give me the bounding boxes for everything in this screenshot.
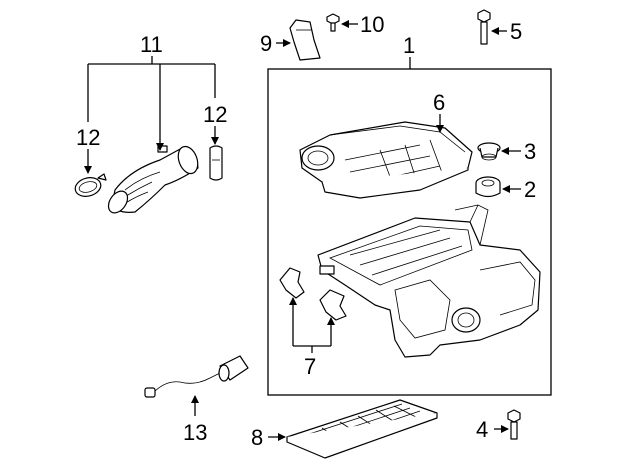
bracket-part-left bbox=[279, 267, 305, 299]
callout-4: 4 bbox=[476, 417, 488, 442]
screw-part bbox=[326, 13, 340, 32]
callout-12-left: 12 bbox=[76, 125, 100, 150]
callout-5: 5 bbox=[510, 19, 522, 44]
bushing-part bbox=[475, 176, 501, 198]
callout-12-right: 12 bbox=[203, 102, 227, 127]
callout-11: 11 bbox=[140, 32, 163, 57]
callout-10: 10 bbox=[360, 12, 384, 37]
grommet-part bbox=[477, 142, 501, 161]
callout-1: 1 bbox=[403, 33, 415, 58]
airflow-sensor-part bbox=[289, 19, 321, 61]
bolt-part-bottom bbox=[507, 409, 521, 440]
air-filter-part bbox=[286, 399, 438, 459]
hose-clamp-left-part bbox=[74, 173, 107, 197]
sensor-harness-part bbox=[144, 355, 249, 398]
callout-6: 6 bbox=[433, 90, 445, 115]
intake-hose-part bbox=[107, 145, 199, 214]
callout-8: 8 bbox=[251, 425, 263, 450]
callout-9: 9 bbox=[260, 31, 272, 56]
bolt-part-top bbox=[477, 9, 491, 45]
bracket-part-right bbox=[319, 289, 347, 321]
callout-2: 2 bbox=[524, 177, 536, 202]
callout-7: 7 bbox=[304, 354, 316, 379]
air-cleaner-lower-housing-part bbox=[317, 204, 541, 358]
air-cleaner-cover-part bbox=[299, 121, 473, 199]
callout-13: 13 bbox=[183, 420, 207, 445]
hose-clamp-right-part bbox=[209, 145, 223, 181]
callout-3: 3 bbox=[524, 139, 536, 164]
